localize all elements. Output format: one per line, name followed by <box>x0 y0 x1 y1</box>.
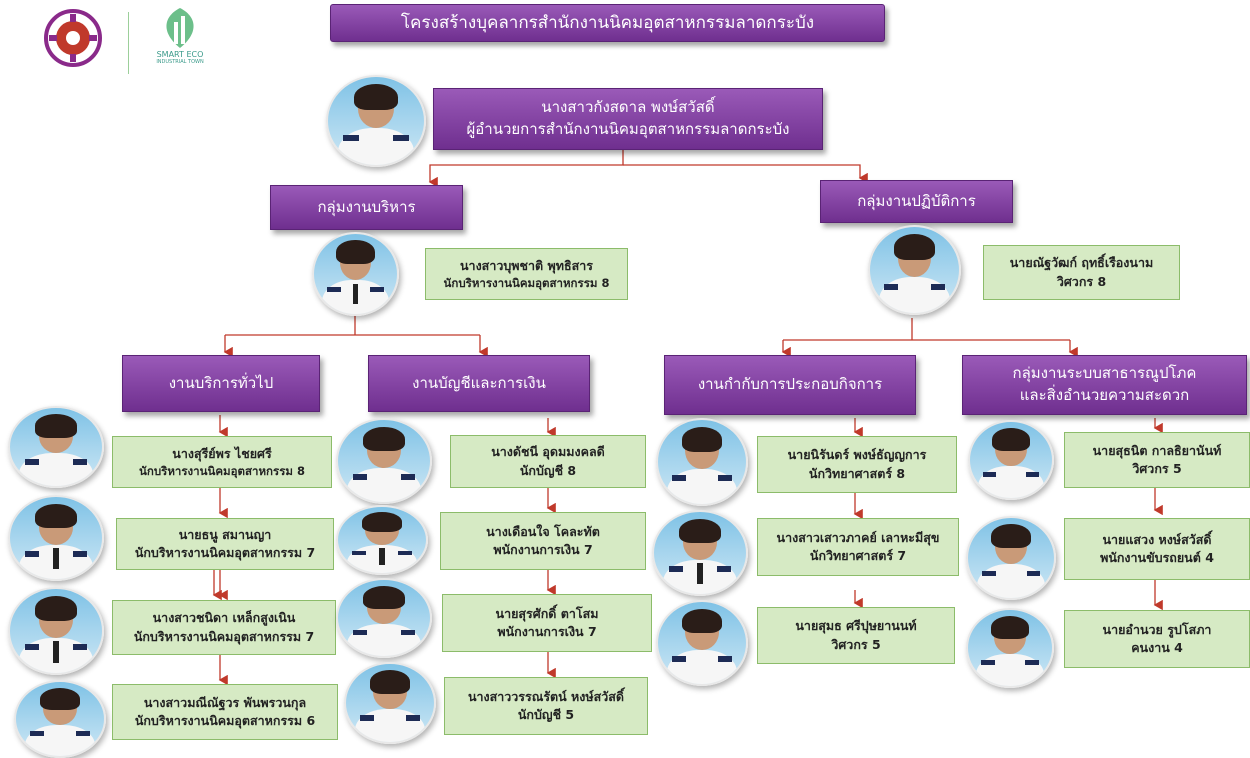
staff-position: นักบัญชี 8 <box>519 462 577 478</box>
utilities-staff-photo <box>966 516 1056 600</box>
ops-head-position: วิศวกร 8 <box>1056 273 1107 289</box>
utilities-staff-photo <box>966 608 1054 688</box>
general-staff-photo <box>8 495 104 581</box>
smart-eco-logo: SMART ECO INDUSTRIAL TOWN <box>140 6 220 76</box>
staff-name: นายแสวง หงษ์สวัสดิ์ <box>1102 531 1212 547</box>
smart-eco-subtext: INDUSTRIAL TOWN <box>156 59 204 65</box>
staff-position: นักบริหารงานนิคมอุตสาหกรรม 6 <box>134 713 316 728</box>
admin-head-position: นักบริหารงานนิคมอุตสาหกรรม 8 <box>443 275 610 290</box>
unit-utilities: กลุ่มงานระบบสาธารณูปโภค และสิ่งอำนวยความ… <box>962 355 1247 415</box>
supervision-staff-card: นายสุมธ ศรีปุษยานนท์ วิศวกร 5 <box>757 607 955 664</box>
admin-head-photo <box>312 232 399 316</box>
staff-name: นางสาวชนิดา เหล็กสูงเนิน <box>152 610 296 626</box>
supervision-staff-photo <box>656 418 748 506</box>
general-staff-card: นางสาวมณีณัฐวร พันพรวนกุล นักบริหารงานนิ… <box>112 684 338 740</box>
staff-name: นายธนู สมานญา <box>178 526 272 542</box>
leaf-building-icon <box>166 8 194 48</box>
staff-position: วิศวกร 5 <box>831 636 881 652</box>
staff-position: วิศวกร 5 <box>1132 461 1182 476</box>
group-operations: กลุ่มงานปฏิบัติการ <box>820 180 1013 223</box>
utilities-staff-card: นายอำนวย รูปโสภา คนงาน 4 <box>1064 610 1250 668</box>
ieat-logo <box>28 8 118 70</box>
staff-name: นายอำนวย รูปโสภา <box>1102 621 1212 637</box>
ops-head-photo <box>868 225 961 315</box>
director-box: นางสาวกังสดาล พงษ์สวัสดิ์ ผู้อำนวยการสำน… <box>433 88 823 150</box>
director-position: ผู้อำนวยการสำนักงานนิคมอุตสาหกรรมลาดกระบ… <box>466 120 790 138</box>
general-staff-photo <box>8 406 104 488</box>
unit-utilities-line1: กลุ่มงานระบบสาธารณูปโภค <box>1012 364 1197 383</box>
unit-supervision: งานกำกับการประกอบกิจการ <box>664 355 916 415</box>
staff-position: พนักงานการเงิน 7 <box>493 542 593 557</box>
supervision-staff-card: นางสาวเสาวภาคย์ เลาหะมีสุข นักวิทยาศาสตร… <box>757 518 959 576</box>
finance-staff-photo <box>344 662 436 744</box>
staff-name: นางสุรีย์พร ไชยศรี <box>172 445 272 461</box>
unit-general: งานบริการทั่วไป <box>122 355 320 412</box>
staff-position: นักบริหารงานนิคมอุตสาหกรรม 7 <box>133 628 315 644</box>
general-staff-card: นายธนู สมานญา นักบริหารงานนิคมอุตสาหกรรม… <box>116 518 334 570</box>
utilities-staff-card: นายแสวง หงษ์สวัสดิ์ พนักงานขับรถยนต์ 4 <box>1064 518 1250 580</box>
staff-name: นางดัชนี อุดมมงคลดี <box>491 444 605 460</box>
admin-head-name: นางสาวบุพชาติ พุทธิสาร <box>460 257 593 273</box>
finance-staff-card: นางดัชนี อุดมมงคลดี นักบัญชี 8 <box>450 435 646 488</box>
staff-name: นายสุรศักดิ์ ตาโสม <box>495 605 599 621</box>
supervision-staff-photo <box>652 510 748 596</box>
finance-staff-card: นางสาววรรณรัตน์ หงษ์สวัสดิ์ นักบัญชี 5 <box>444 677 648 735</box>
smart-eco-text: SMART ECO <box>156 50 204 59</box>
page-title: โครงสร้างบุคลากรสำนักงานนิคมอุตสาหกรรมลา… <box>330 4 885 42</box>
group-admin: กลุ่มงานบริหาร <box>270 185 463 230</box>
staff-name: นายสุมธ ศรีปุษยานนท์ <box>795 618 917 634</box>
unit-utilities-line2: และสิ่งอำนวยความสะดวก <box>1019 386 1190 404</box>
general-staff-photo <box>8 587 104 675</box>
unit-finance: งานบัญชีและการเงิน <box>368 355 590 412</box>
ieat-emblem-icon <box>44 9 102 67</box>
staff-position: นักบริหารงานนิคมอุตสาหกรรม 7 <box>134 545 316 560</box>
finance-staff-photo <box>336 505 428 575</box>
staff-name: นางสาววรรณรัตน์ หงษ์สวัสดิ์ <box>467 688 625 704</box>
utilities-staff-photo <box>968 420 1054 500</box>
finance-staff-photo <box>336 578 432 658</box>
general-staff-card: นางสาวชนิดา เหล็กสูงเนิน นักบริหารงานนิค… <box>112 600 336 655</box>
finance-staff-photo <box>336 418 432 504</box>
director-name: นางสาวกังสดาล พงษ์สวัสดิ์ <box>541 98 715 117</box>
general-staff-photo <box>14 680 106 758</box>
ops-head-name: นายณัฐวัฒก์ ฤทธิ์เรืองนาม <box>1009 255 1154 271</box>
admin-head-card: นางสาวบุพชาติ พุทธิสาร นักบริหารงานนิคมอ… <box>425 248 628 300</box>
supervision-staff-photo <box>656 600 748 686</box>
utilities-staff-card: นายสุธนิต กาลธิยานันท์ วิศวกร 5 <box>1064 432 1250 488</box>
logo-divider <box>128 12 129 74</box>
supervision-staff-card: นายนิรันดร์ พงษ์ธัญญการ นักวิทยาศาสตร์ 8 <box>757 436 957 493</box>
staff-name: นางสาวเสาวภาคย์ เลาหะมีสุข <box>776 529 940 545</box>
staff-name: นายนิรันดร์ พงษ์ธัญญการ <box>787 447 927 463</box>
ops-head-card: นายณัฐวัฒก์ ฤทธิ์เรืองนาม วิศวกร 8 <box>983 245 1180 300</box>
staff-position: นักบริหารงานนิคมอุตสาหกรรม 8 <box>139 463 305 478</box>
staff-position: คนงาน 4 <box>1131 640 1183 655</box>
staff-position: พนักงานขับรถยนต์ 4 <box>1100 550 1214 565</box>
staff-position: พนักงานการเงิน 7 <box>497 624 597 639</box>
staff-name: นางเดือนใจ โคละทัต <box>486 523 600 539</box>
staff-name: นายสุธนิต กาลธิยานันท์ <box>1092 442 1222 458</box>
director-photo <box>326 75 426 167</box>
finance-staff-card: นายสุรศักดิ์ ตาโสม พนักงานการเงิน 7 <box>442 594 652 652</box>
staff-name: นางสาวมณีณัฐวร พันพรวนกุล <box>143 694 307 710</box>
finance-staff-card: นางเดือนใจ โคละทัต พนักงานการเงิน 7 <box>440 512 646 570</box>
staff-position: นักบัญชี 5 <box>517 707 575 722</box>
general-staff-card: นางสุรีย์พร ไชยศรี นักบริหารงานนิคมอุตสา… <box>112 436 332 488</box>
staff-position: นักวิทยาศาสตร์ 7 <box>809 548 907 563</box>
staff-position: นักวิทยาศาสตร์ 8 <box>808 465 906 481</box>
